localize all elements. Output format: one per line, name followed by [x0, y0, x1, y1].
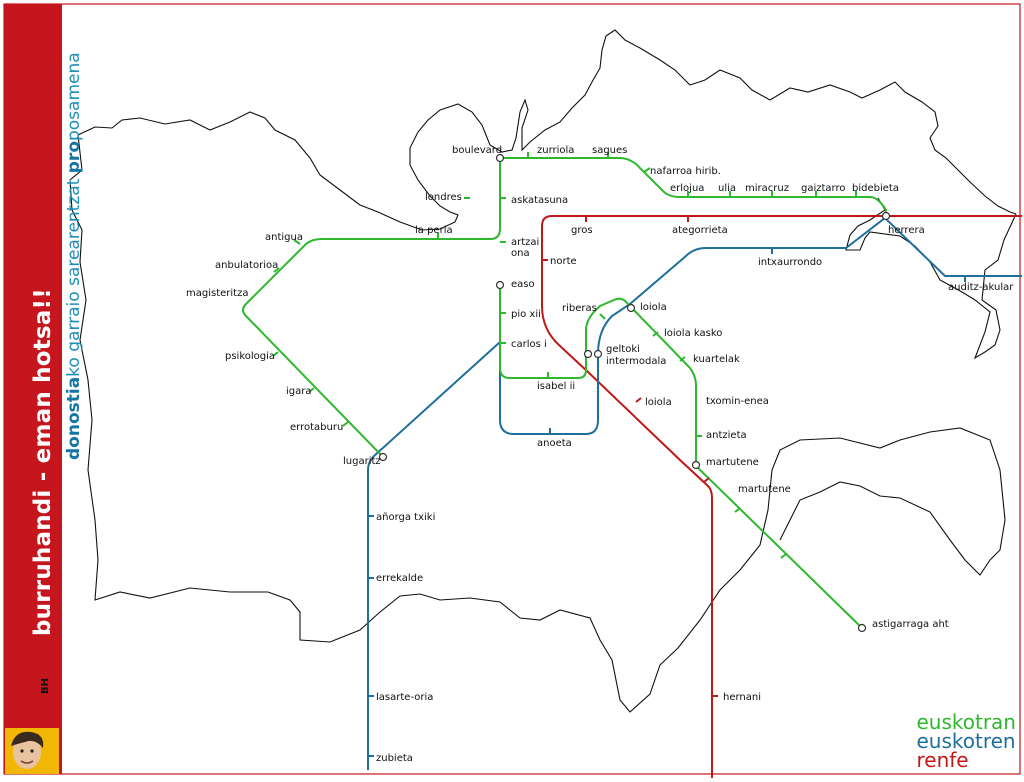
station-riberas[interactable]: riberas — [562, 303, 597, 314]
station-astigarraga-aht[interactable]: astigarraga aht — [872, 619, 949, 630]
station-errekalde[interactable]: errekalde — [376, 573, 423, 584]
renfe-ticks — [542, 216, 718, 697]
station-pio-xii[interactable]: pio xii — [511, 309, 541, 320]
station-intxaurrondo[interactable]: intxaurrondo — [758, 257, 822, 268]
brand-slogan: burruhandi - eman hotsa!! — [30, 288, 56, 636]
station-loiola-renfe[interactable]: loiola — [645, 397, 672, 408]
avatar — [5, 728, 59, 774]
station-zubieta[interactable]: zubieta — [376, 753, 413, 764]
station-gaiztarro[interactable]: gaiztarro — [801, 183, 846, 194]
station-askatasuna[interactable]: askatasuna — [511, 195, 568, 206]
station-boulevard[interactable]: boulevard — [452, 145, 502, 156]
station-martutene[interactable]: martutene — [706, 457, 759, 468]
euskotran-branch-isabel — [499, 285, 863, 629]
station-norte[interactable]: norte — [550, 256, 577, 267]
station-easo[interactable]: easo — [511, 279, 535, 290]
tagline-middle: ko garraio sarearentzat — [64, 173, 84, 377]
station-magisteritza[interactable]: magisteritza — [186, 288, 248, 299]
renfe-line — [541, 215, 1022, 778]
station-psikologia[interactable]: psikologia — [225, 351, 275, 362]
station-herrera[interactable]: herrera — [888, 225, 925, 236]
bh-logo: BH — [40, 678, 51, 694]
station-martutene-renfe[interactable]: martutene — [738, 484, 791, 495]
station-carlos-i[interactable]: carlos i — [511, 339, 547, 350]
station-artzai-1[interactable]: artzai — [511, 237, 539, 248]
station-geltoki-1[interactable]: geltoki — [606, 344, 640, 355]
euskotren-ticks — [368, 248, 966, 757]
brand-sidebar — [4, 4, 62, 774]
station-lugaritz[interactable]: lugaritz — [343, 456, 381, 467]
station-artzai-2[interactable]: ona — [511, 248, 530, 259]
station-anorga-txiki[interactable]: añorga txiki — [376, 512, 435, 523]
station-miracruz[interactable]: miracruz — [745, 183, 789, 194]
station-kuartelak[interactable]: kuartelak — [693, 354, 740, 365]
map-legend: euskotran euskotren renfe — [916, 710, 1016, 772]
east-boundary — [845, 197, 1017, 360]
brand-tagline: donostiako garraio sarearentzat proposam… — [64, 52, 84, 460]
interchange-nodes — [378, 153, 891, 633]
station-zurriola[interactable]: zurriola — [537, 145, 574, 156]
station-anoeta[interactable]: anoeta — [537, 438, 572, 449]
station-antigua[interactable]: antigua — [265, 232, 303, 243]
station-ulia[interactable]: ulia — [718, 183, 736, 194]
station-la-perla[interactable]: la perla — [415, 225, 453, 236]
station-bidebieta[interactable]: bidebieta — [852, 183, 899, 194]
tagline-city: donostia — [64, 376, 84, 460]
legend-euskotran: euskotran — [916, 710, 1016, 734]
station-txomin-enea[interactable]: txomin-enea — [706, 396, 769, 407]
station-geltoki-2[interactable]: intermodala — [606, 356, 666, 367]
station-hernani[interactable]: hernani — [723, 692, 761, 703]
station-lasarte-oria[interactable]: lasarte-oria — [376, 692, 433, 703]
euskotren-line — [367, 216, 1022, 770]
station-loiola[interactable]: loiola — [640, 302, 667, 313]
station-nafarroa[interactable]: nafarroa hirib. — [650, 166, 721, 177]
station-anbulatorioa[interactable]: anbulatorioa — [215, 260, 278, 271]
logo-text: BH — [40, 678, 51, 694]
station-labels: boulevard zurriola sagues nafarroa hirib… — [186, 145, 1014, 764]
station-isabel-ii[interactable]: isabel ii — [537, 381, 575, 392]
station-antzieta[interactable]: antzieta — [706, 430, 747, 441]
station-gros[interactable]: gros — [571, 225, 593, 236]
tagline-end: posamena — [64, 52, 84, 141]
station-auditz-akular[interactable]: auditz-akular — [948, 282, 1014, 293]
station-errotaburu[interactable]: errotaburu — [290, 422, 343, 433]
station-londres[interactable]: londres — [425, 192, 462, 203]
legend-renfe: renfe — [916, 748, 969, 772]
inland-boundary — [69, 134, 1006, 713]
station-erlojua[interactable]: erlojua — [670, 183, 704, 194]
station-sagues[interactable]: sagues — [592, 145, 627, 156]
euskotran-ticks — [272, 152, 857, 559]
map-border — [3, 3, 1021, 775]
tagline-pro: pro — [64, 141, 84, 174]
legend-euskotren: euskotren — [916, 729, 1016, 753]
avatar-face-icon — [5, 728, 59, 774]
station-igara[interactable]: igara — [286, 386, 312, 397]
station-ategorrieta[interactable]: ategorrieta — [672, 225, 728, 236]
station-loiola-kasko[interactable]: loiola kasko — [664, 328, 722, 339]
coastline — [77, 29, 1017, 231]
